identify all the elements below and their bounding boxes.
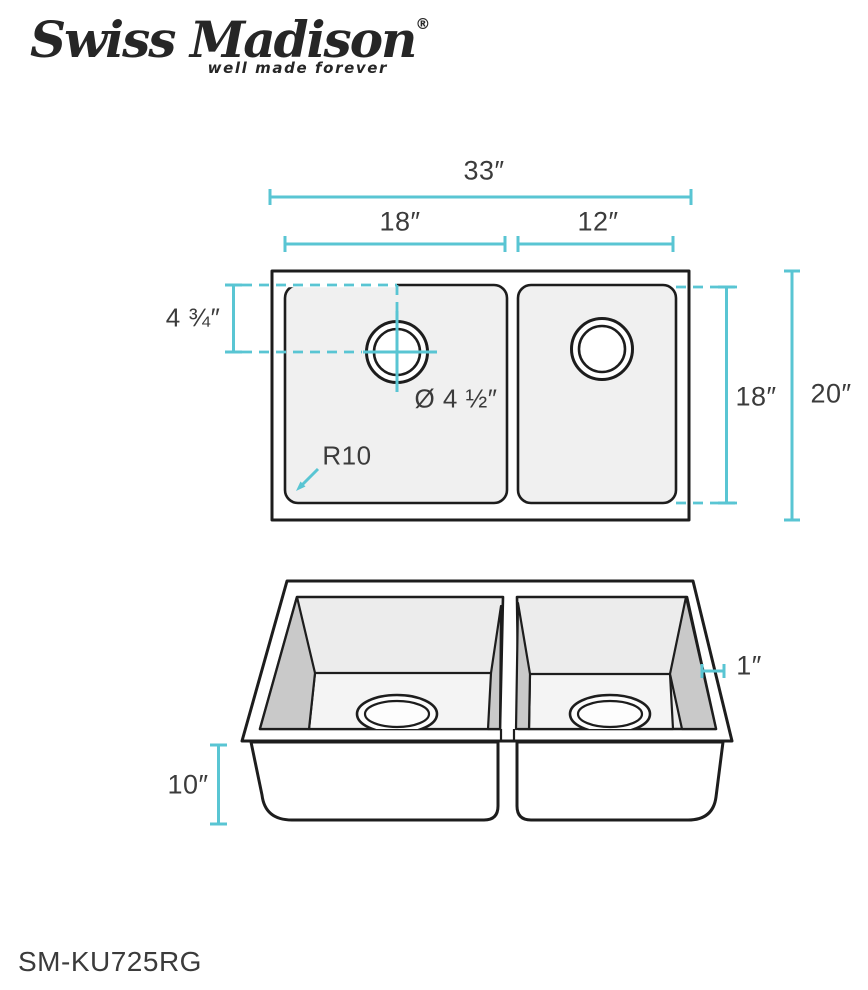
label-rim-thickness: 1″	[736, 650, 762, 681]
right-bowl-underside	[515, 740, 725, 822]
left-drain-front-view	[355, 693, 439, 729]
brand-logo: Swiss Madison® well made forever	[30, 12, 430, 77]
brand-name-text: Swiss Madison	[30, 10, 417, 69]
top-view	[225, 189, 800, 522]
dim-line-right-bowl-width	[516, 236, 675, 252]
dim-line-overall-front-to-back	[784, 269, 800, 522]
label-drain-diameter: Ø 4 ½″	[414, 383, 498, 414]
corner-radius-arrow-icon	[296, 467, 320, 491]
brand-name: Swiss Madison®	[30, 12, 430, 67]
left-bowl-interior	[258, 595, 505, 731]
right-bowl-top-view	[516, 283, 678, 505]
right-drain-top-view	[570, 317, 634, 381]
dim-line-rim-thickness	[700, 664, 726, 678]
right-bowl-interior	[514, 595, 718, 731]
label-bowl-depth: 10″	[167, 769, 209, 800]
label-right-bowl-width: 12″	[577, 206, 619, 237]
label-bowl-front-to-back: 18″	[735, 381, 777, 412]
label-corner-radius: R10	[322, 440, 372, 471]
left-bowl-underside	[249, 740, 500, 822]
label-left-bowl-width: 18″	[379, 206, 421, 237]
brand-tagline: well made forever	[207, 59, 388, 77]
dim-line-left-bowl-width	[283, 236, 507, 252]
dim-line-overall-width	[268, 189, 693, 205]
registered-trademark-icon: ®	[415, 15, 431, 33]
divider-front-edges	[499, 729, 516, 741]
dim-line-bowl-depth	[210, 743, 227, 826]
label-overall-front-to-back: 20″	[810, 378, 852, 409]
right-drain-front-view	[568, 693, 652, 729]
dim-line-bowl-front-to-back	[718, 285, 735, 505]
label-overall-width: 33″	[463, 155, 505, 186]
label-drain-offset: 4 ¾″	[165, 302, 221, 333]
front-view	[210, 579, 734, 826]
model-number: SM-KU725RG	[18, 946, 202, 977]
dim-line-drain-offset	[225, 283, 242, 354]
